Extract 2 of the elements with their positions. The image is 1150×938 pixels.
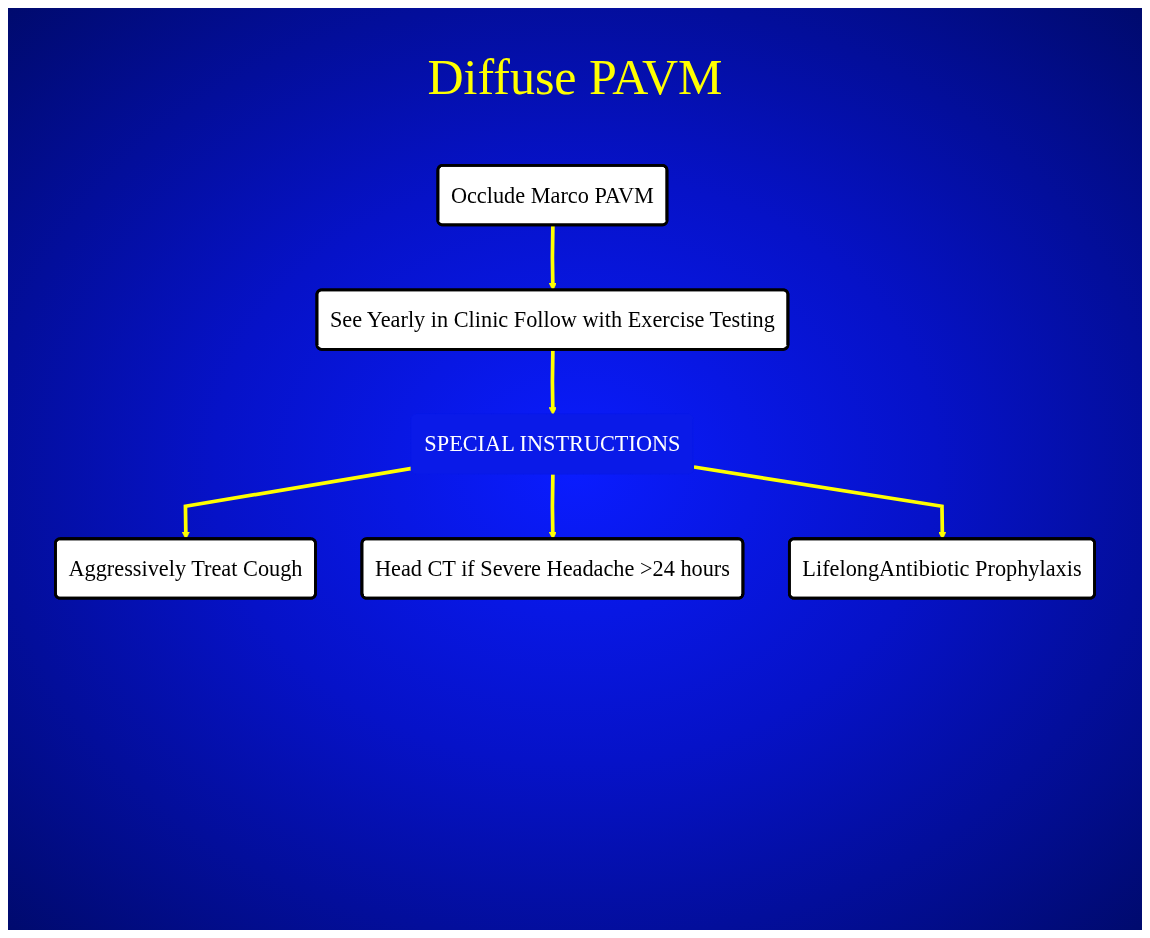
arrow <box>548 349 557 416</box>
slide-title: Diffuse PAVM <box>426 48 724 106</box>
